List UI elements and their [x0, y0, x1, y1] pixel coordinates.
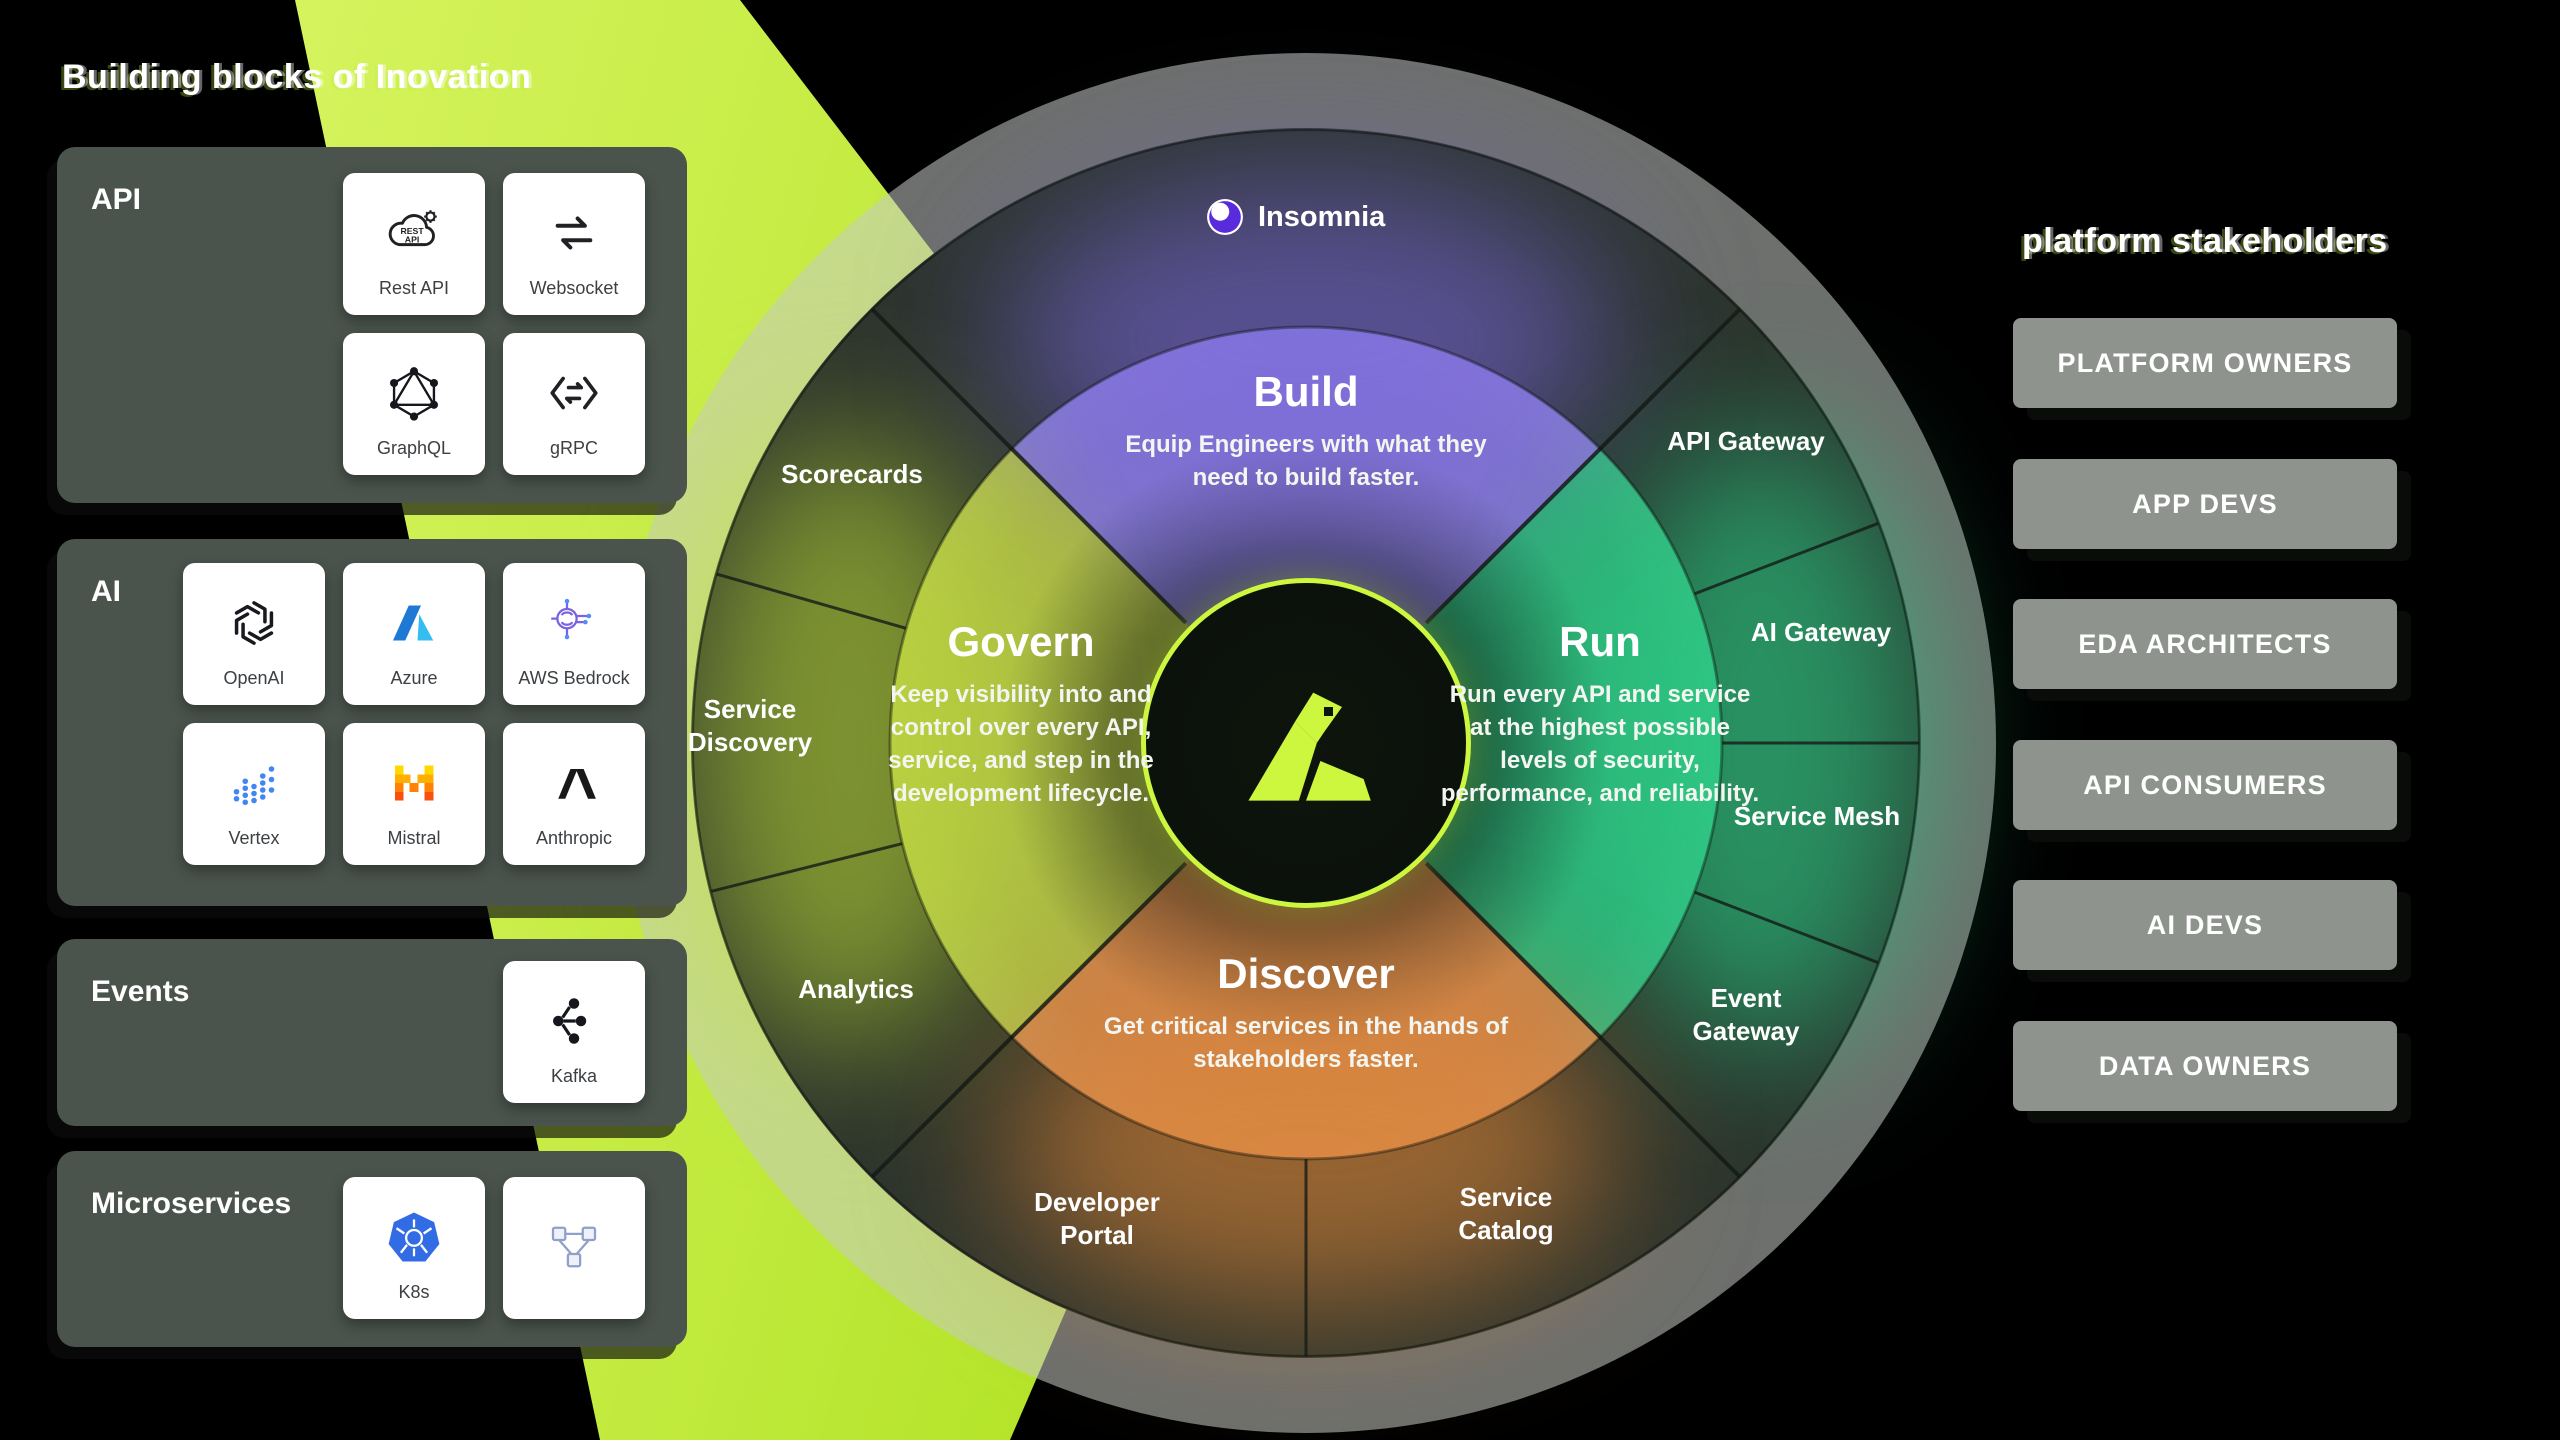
quadrant-govern: Govern Keep visibility into and control … — [861, 618, 1181, 810]
tile-caption: Azure — [390, 667, 438, 688]
right-heading: platform stakeholders — [2022, 222, 2388, 260]
ring-label-ai-gateway: AI Gateway — [1750, 617, 1892, 647]
tile-caption: Rest API — [378, 277, 450, 298]
tile-caption: Websocket — [529, 277, 619, 298]
tile-caption: Kafka — [550, 1065, 598, 1086]
run-title: Run — [1559, 618, 1641, 665]
govern-title: Govern — [947, 618, 1095, 665]
card-ai: AI OpenAI Azure — [57, 539, 687, 906]
kafka-icon — [546, 978, 602, 1064]
tile-websocket[interactable]: Websocket — [503, 173, 645, 315]
insomnia-label: Insomnia — [1258, 200, 1386, 233]
tile-caption: K8s — [398, 1281, 430, 1302]
tile-k8s[interactable]: K8s — [343, 1177, 485, 1319]
vertex-icon — [226, 740, 282, 826]
card-api-label: API — [91, 183, 142, 216]
build-description: Equip Engineers with what they need to b… — [1125, 431, 1487, 492]
tile-services-diagram[interactable] — [503, 1177, 645, 1319]
build-title: Build — [1253, 368, 1359, 415]
quadrant-discover: Discover Get critical services in the ha… — [1056, 950, 1556, 1076]
ring-label-developer-portal: Developer Portal — [1034, 1187, 1160, 1251]
tile-azure[interactable]: Azure — [343, 563, 485, 705]
kong-center-circle — [1141, 578, 1471, 908]
tile-rest-api[interactable]: REST API Rest API — [343, 173, 485, 315]
tile-caption: AWS Bedrock — [518, 667, 630, 688]
ring-label-service-discovery: Service Discovery — [687, 694, 813, 758]
ring-divider-lines — [692, 129, 1920, 1357]
tile-caption: gRPC — [549, 437, 598, 458]
card-ai-label: AI — [91, 575, 121, 608]
tile-openai[interactable]: OpenAI — [183, 563, 325, 705]
kong-logo-icon — [1248, 692, 1371, 801]
card-microservices: Microservices K8s — [57, 1151, 687, 1347]
card-microservices-label: Microservices — [91, 1187, 292, 1220]
tile-grpc[interactable]: gRPC — [503, 333, 645, 475]
insomnia-badge: Insomnia — [1206, 198, 1385, 236]
tile-caption: GraphQL — [376, 437, 452, 458]
ring-label-event-gateway: Event Gateway — [1692, 983, 1800, 1047]
card-events-label: Events — [91, 975, 190, 1008]
ring-label-scorecards: Scorecards — [781, 459, 923, 489]
tile-vertex[interactable]: Vertex — [183, 723, 325, 865]
tile-aws-bedrock[interactable]: AWS Bedrock — [503, 563, 645, 705]
stakeholder-app-devs[interactable]: APP DEVS — [2013, 459, 2397, 549]
stakeholder-ai-devs[interactable]: AI DEVS — [2013, 880, 2397, 970]
stakeholder-platform-owners[interactable]: PLATFORM OWNERS — [2013, 318, 2397, 408]
run-description: Run every API and service at the highest… — [1440, 681, 1760, 808]
card-events: Events Kafka — [57, 939, 687, 1126]
aws-bedrock-icon — [546, 580, 602, 666]
stakeholder-data-owners[interactable]: DATA OWNERS — [2013, 1021, 2397, 1111]
services-diagram-icon — [546, 1204, 602, 1290]
left-heading: Building blocks of Inovation — [62, 58, 532, 96]
quadrant-run: Run Run every API and service at the hig… — [1440, 618, 1760, 810]
insomnia-icon — [1207, 199, 1243, 235]
azure-icon — [386, 580, 442, 666]
tile-caption: Mistral — [387, 827, 441, 848]
graphql-icon — [385, 350, 443, 436]
tile-caption: OpenAI — [223, 667, 285, 688]
tile-graphql[interactable]: GraphQL — [343, 333, 485, 475]
rest-api-icon: REST API — [383, 190, 445, 276]
stakeholder-api-consumers[interactable]: API CONSUMERS — [2013, 740, 2397, 830]
govern-description: Keep visibility into and control over ev… — [888, 681, 1154, 808]
openai-icon — [226, 580, 282, 666]
svg-text:REST: REST — [400, 225, 424, 235]
websocket-icon — [545, 190, 603, 276]
tile-mistral[interactable]: Mistral — [343, 723, 485, 865]
kubernetes-icon — [386, 1194, 442, 1280]
discover-description: Get critical services in the hands of st… — [1103, 1013, 1509, 1074]
tile-anthropic[interactable]: Anthropic — [503, 723, 645, 865]
svg-text:API: API — [405, 234, 420, 244]
ring-label-service-catalog: Service Catalog — [1458, 1182, 1554, 1246]
mistral-icon — [386, 740, 442, 826]
ring-label-service-mesh: Service Mesh — [1733, 801, 1901, 831]
discover-title: Discover — [1217, 950, 1395, 997]
card-api: API REST API Rest API — [57, 147, 687, 503]
quadrant-build: Build Equip Engineers with what they nee… — [1056, 368, 1556, 494]
tile-kafka[interactable]: Kafka — [503, 961, 645, 1103]
ring-label-analytics: Analytics — [798, 974, 914, 1004]
tile-caption: Anthropic — [535, 827, 613, 848]
ring-label-api-gateway: API Gateway — [1667, 426, 1825, 456]
anthropic-icon — [546, 740, 602, 826]
tile-caption: Vertex — [228, 827, 280, 848]
grpc-icon — [545, 350, 603, 436]
stakeholder-eda-architects[interactable]: EDA ARCHITECTS — [2013, 599, 2397, 689]
